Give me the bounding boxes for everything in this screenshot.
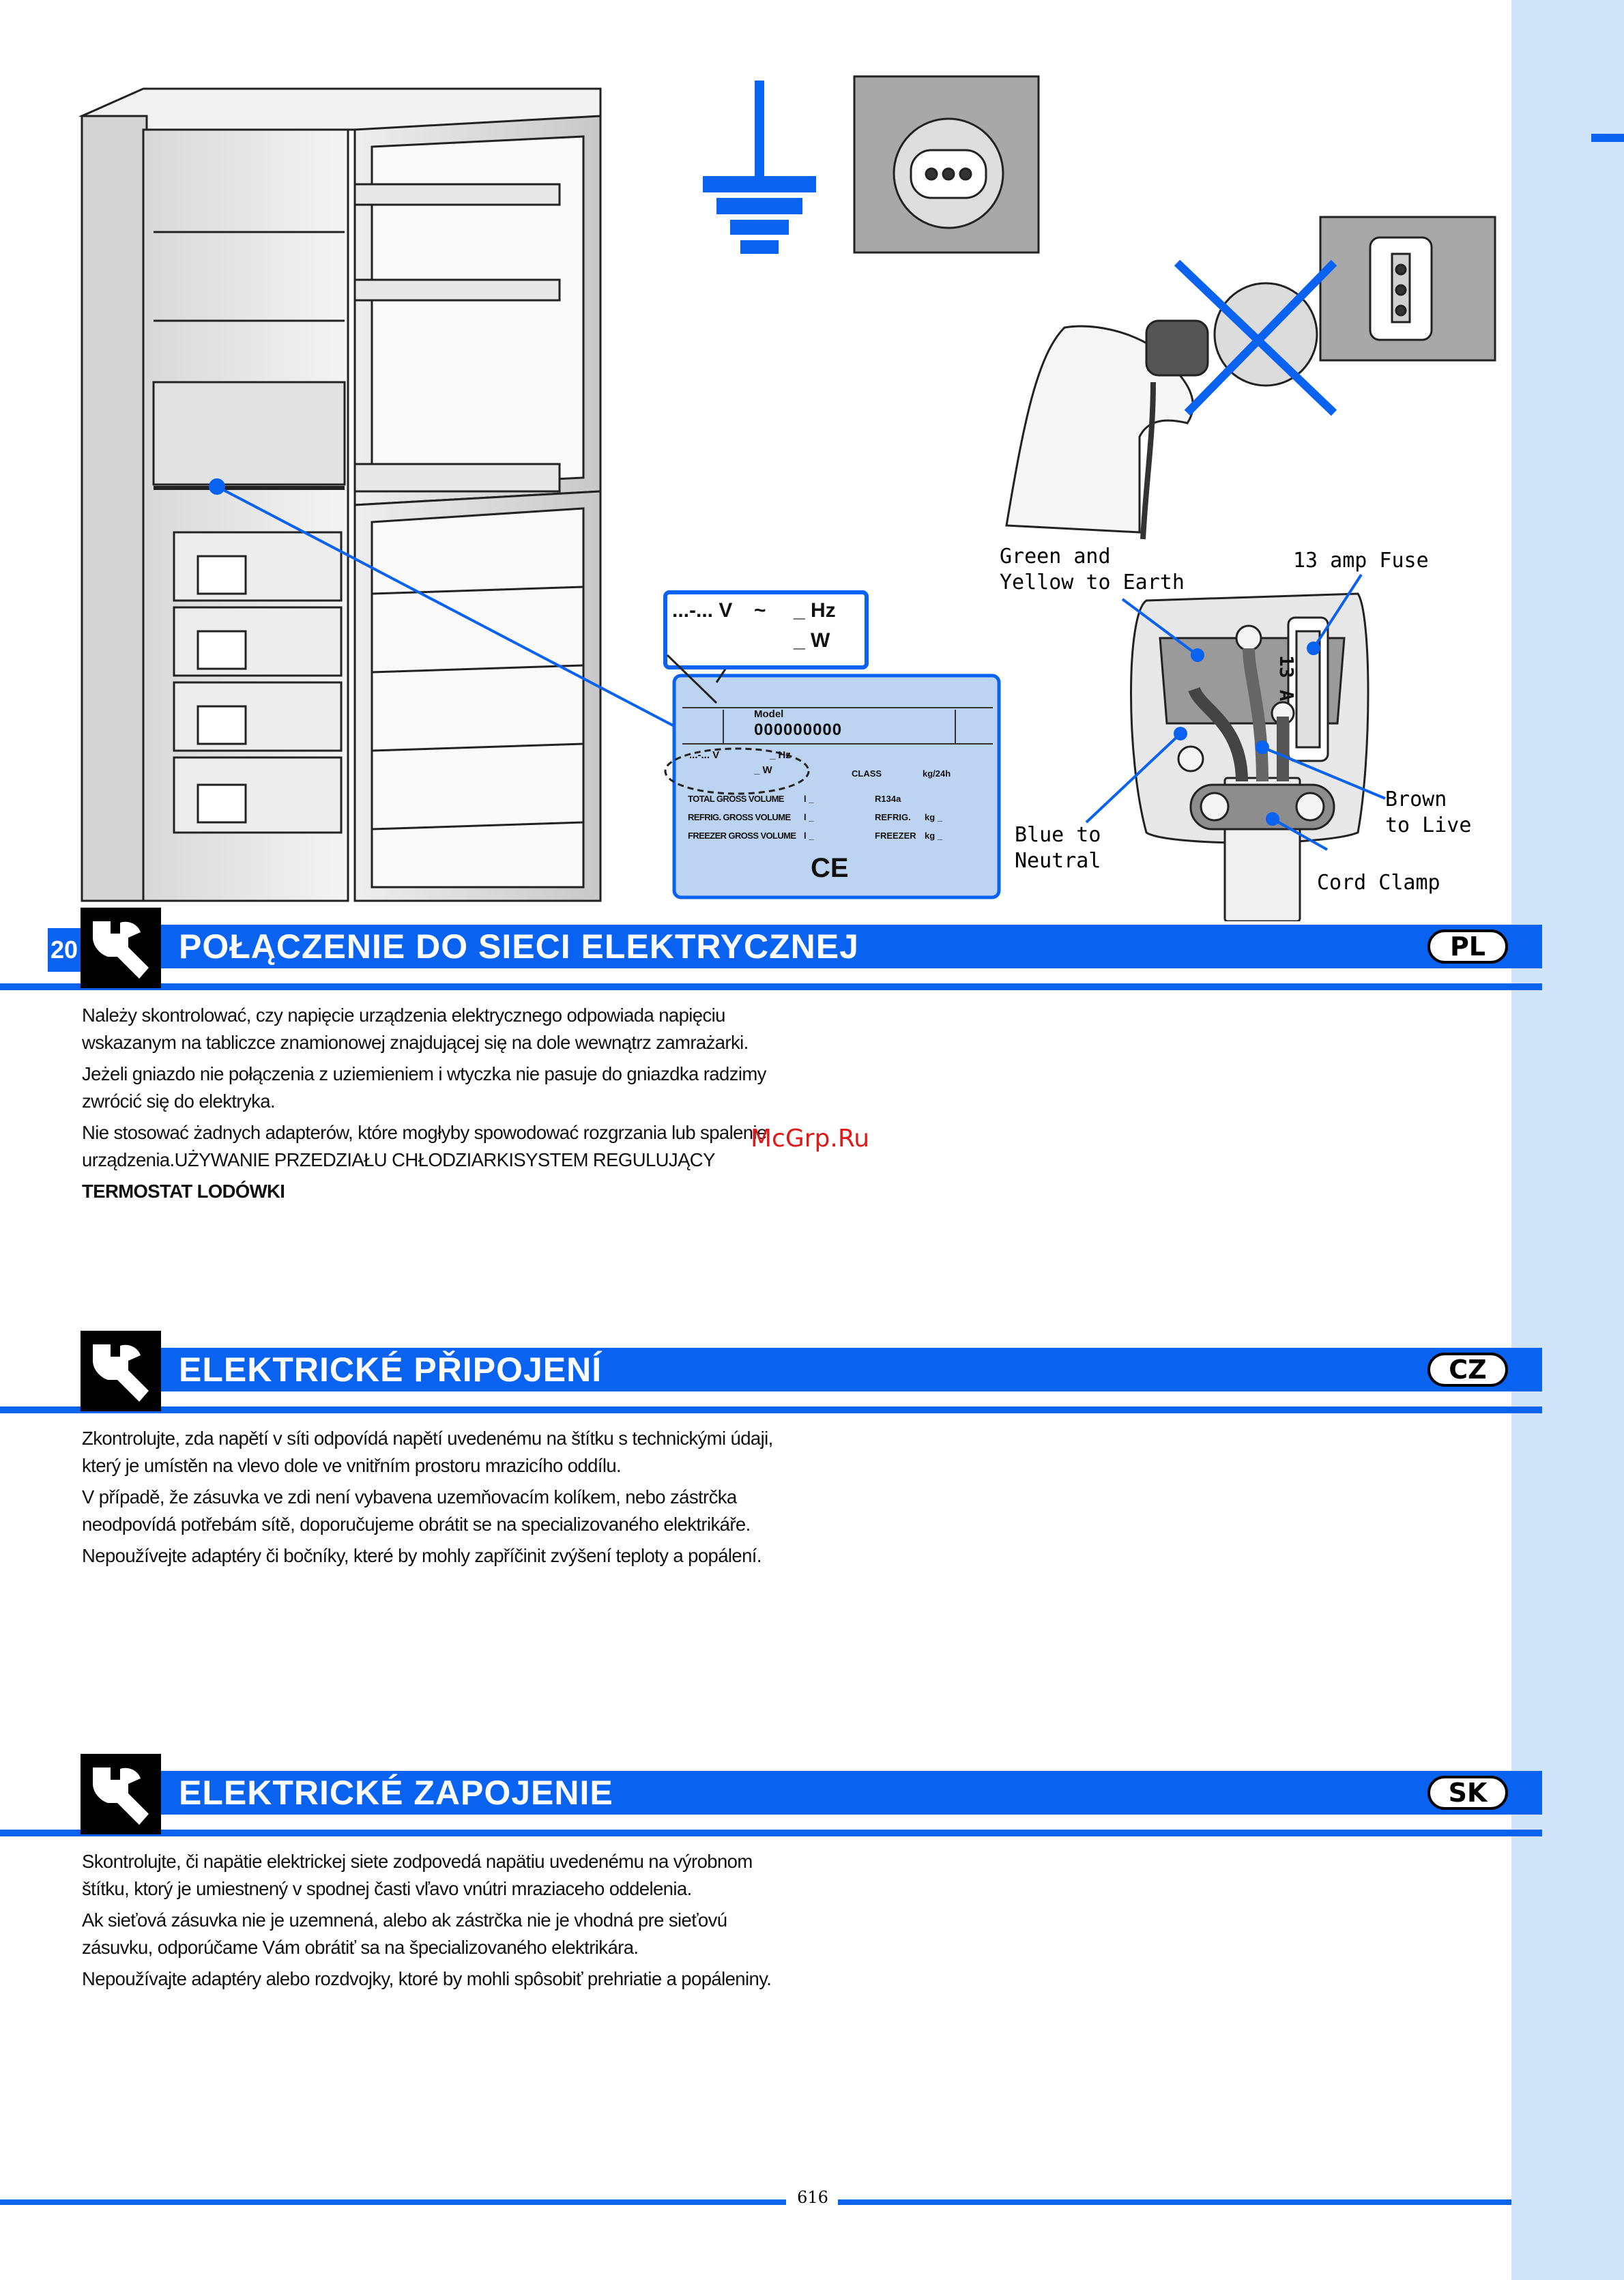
wall-socket-grounded (853, 75, 1040, 254)
paragraph: Jeżeli gniazdo nie połączenia z uziemien… (82, 1063, 766, 1112)
section-title-pl: POŁĄCZENIE DO SIECI ELEKTRYCZNEJ (179, 927, 859, 966)
paragraph: Skontrolujte, či napätie elektrickej sie… (82, 1851, 753, 1899)
plate-class-label: CLASS (852, 768, 882, 779)
section-header-sk (81, 1771, 1542, 1815)
plate-class-unit: kg/24h (923, 768, 951, 779)
zoom-watt: _ W (794, 629, 830, 652)
plate-row-label: FREEZER GROSS VOLUME (688, 831, 796, 841)
plate-row-right-value: kg _ (925, 831, 943, 841)
plate-row-label: TOTAL GROSS VOLUME (688, 794, 784, 804)
fridge-connection-illustration (78, 75, 1496, 921)
earth-ground-symbol (703, 81, 816, 254)
footer-rule-left (0, 2199, 786, 2205)
language-badge-sk: SK (1427, 1776, 1508, 1810)
paragraph: Nepoužívejte adaptéry či bočníky, které … (82, 1545, 762, 1566)
section-header-pl (81, 925, 1542, 968)
plate-row-value: l _ (804, 812, 814, 822)
paragraph: Ak sieťová zásuvka nie je uzemnená, aleb… (82, 1909, 727, 1958)
section-title-cz: ELEKTRICKÉ PŘIPOJENÍ (179, 1351, 603, 1389)
label-blue-neutral: Blue to Neutral (1015, 823, 1101, 873)
section-divider (0, 983, 1542, 990)
footer-rule-right (838, 2199, 1511, 2205)
section-body-sk: Skontrolujte, či napätie elektrickej sie… (82, 1848, 781, 1997)
sidebar-tab-marker (1591, 134, 1624, 142)
label-green-yellow-earth: Green and Yellow to Earth (1000, 545, 1185, 594)
page-number: 20 (48, 928, 81, 972)
plate-row-right-label: FREEZER (875, 831, 916, 841)
paragraph: Nie stosować żadnych adapterów, które mo… (82, 1122, 767, 1170)
zoom-tilde: ~ (754, 599, 766, 622)
plate-row-label: REFRIG. GROSS VOLUME (688, 812, 791, 822)
plate-row-value: l _ (804, 794, 814, 804)
section-body-pl: Należy skontrolować, czy napięcie urządz… (82, 1002, 781, 1209)
prohibited-cross-mark (1174, 259, 1337, 416)
wall-socket-italian (1319, 216, 1496, 362)
language-badge-cz: CZ (1427, 1353, 1508, 1387)
section-title-sk: ELEKTRICKÉ ZAPOJENIE (179, 1774, 613, 1812)
plate-model-label: Model (754, 708, 784, 720)
label-brown-live: Brown to Live (1385, 788, 1472, 837)
paragraph: Zkontrolujte, zda napětí v síti odpovídá… (82, 1428, 773, 1476)
wrench-icon (81, 908, 161, 988)
plate-watt: _ W (754, 764, 772, 776)
label-cord-clamp: Cord Clamp (1317, 871, 1440, 895)
wrench-icon (81, 1331, 161, 1411)
page-sidebar (1511, 0, 1624, 2280)
fridge-drawing (78, 87, 602, 902)
paragraph-bold: TERMOSTAT LODÓWKI (82, 1181, 285, 1202)
section-body-cz: Zkontrolujte, zda napětí v síti odpovídá… (82, 1425, 781, 1574)
language-badge-pl: PL (1427, 929, 1508, 964)
section-header-cz (81, 1348, 1542, 1391)
paragraph: Nepoužívajte adaptéry alebo rozdvojky, k… (82, 1968, 772, 1989)
label-fuse: 13 amp Fuse (1293, 549, 1429, 573)
hand-with-plug (1005, 282, 1318, 540)
plate-ce-mark: CE (811, 853, 849, 883)
plate-row-right-label: R134a (875, 794, 901, 804)
plate-row-right-label: REFRIG. (875, 812, 911, 822)
uk-plug-wiring-diagram (1130, 592, 1369, 921)
wrench-icon (81, 1754, 161, 1834)
section-divider (0, 1406, 1542, 1413)
watermark: McGrp.Ru (751, 1125, 870, 1153)
plate-hz: _ Hz (770, 749, 791, 761)
plate-row-right-value: kg _ (925, 812, 943, 822)
plate-model-value: 000000000 (754, 721, 843, 739)
paragraph: Należy skontrolować, czy napięcie urządz… (82, 1005, 749, 1053)
plate-row-value: l _ (804, 831, 814, 841)
zoom-hz: _ Hz (794, 599, 836, 622)
zoom-voltage: ...-... V (672, 599, 733, 622)
plate-voltage: ...-... V (689, 749, 720, 761)
paragraph: V případě, že zásuvka ve zdi není vybave… (82, 1486, 751, 1535)
footer-page-number: 616 (797, 2188, 828, 2207)
section-divider (0, 1830, 1542, 1836)
